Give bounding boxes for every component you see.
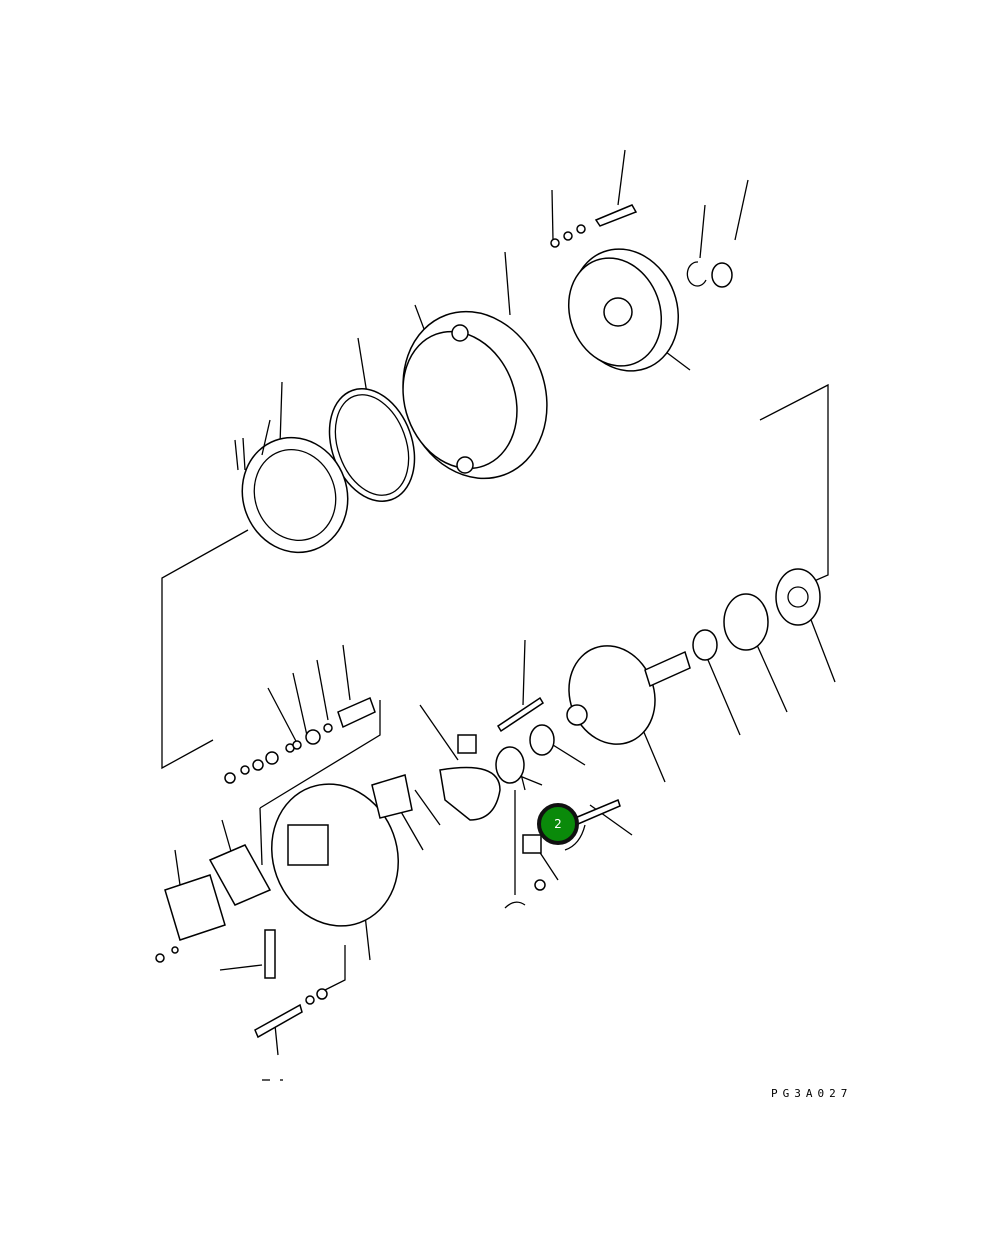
rear-housing [270, 734, 621, 927]
front-housing [402, 310, 548, 480]
rotor-and-bearings [495, 568, 821, 784]
hotspot-2[interactable]: 2 [537, 803, 579, 845]
drawing-code: PG3A027 [771, 1087, 853, 1100]
regulator-and-hardware [155, 696, 546, 1039]
spacer-ring [328, 388, 416, 502]
stator [234, 419, 349, 554]
pulley-assembly [550, 204, 733, 372]
leader-lines [161, 149, 836, 1081]
